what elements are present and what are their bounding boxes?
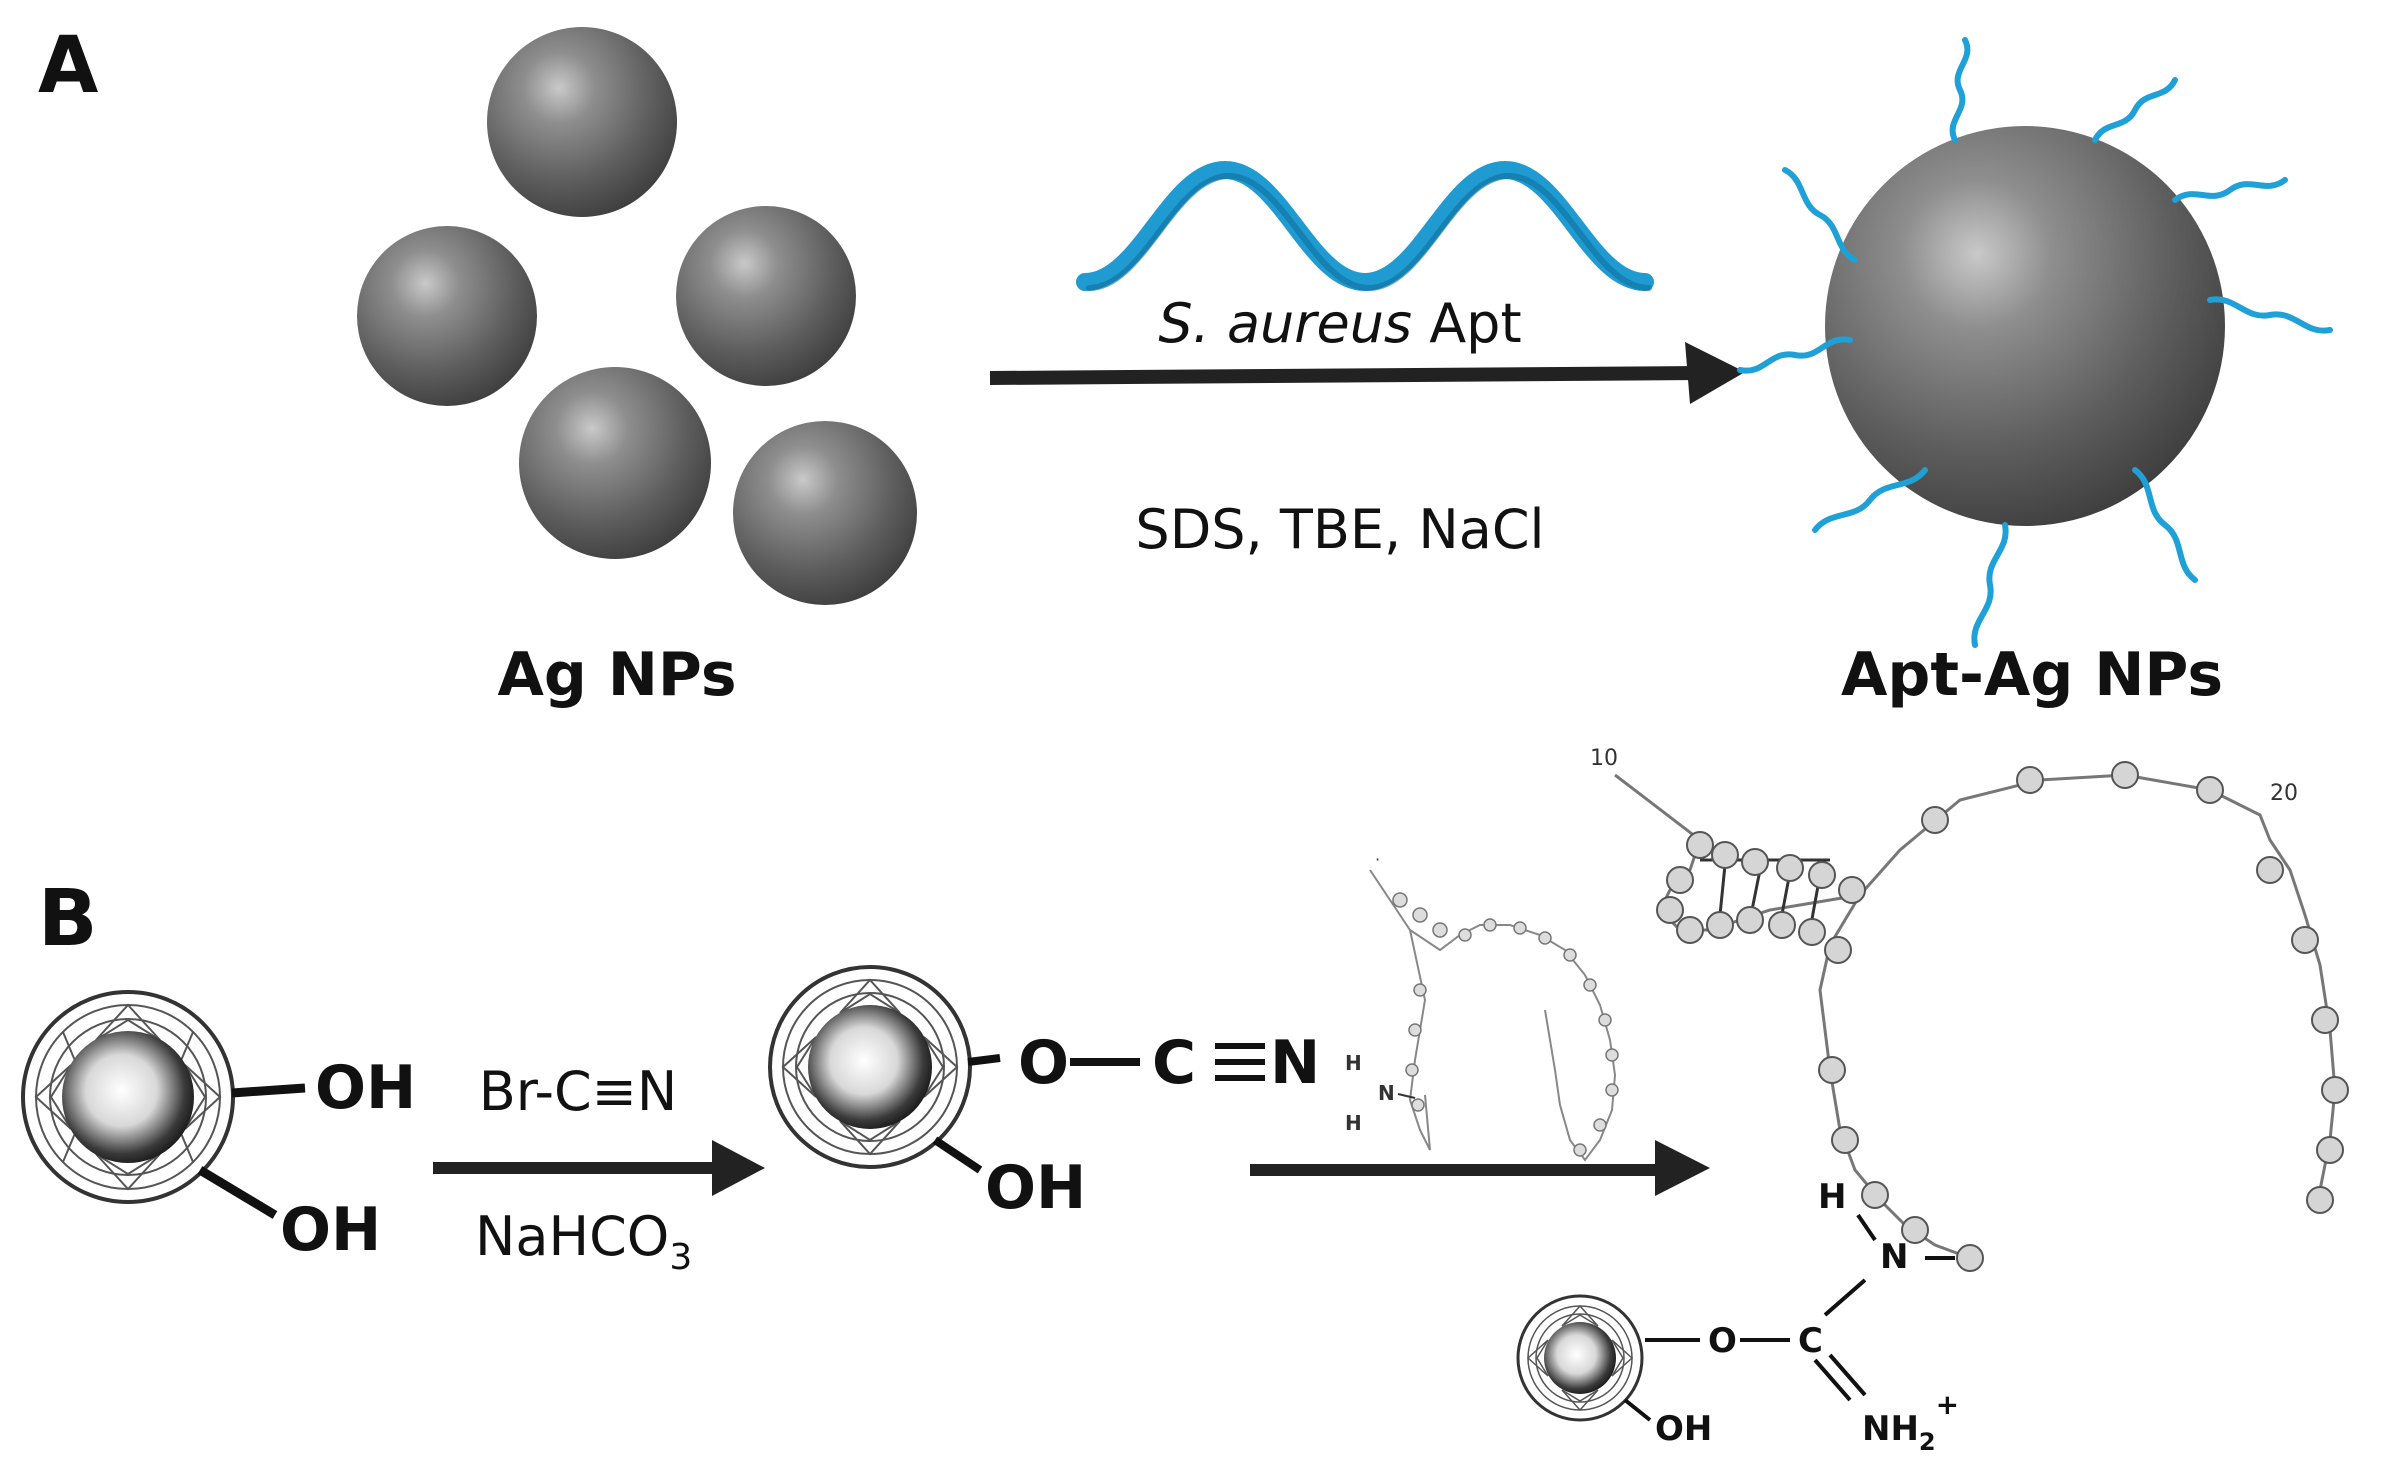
large-aptamer-structure: 10 20 [1590,746,2349,1272]
aptamer-strand [2207,296,2333,334]
product-nh-sup: + [1936,1388,1959,1421]
nahco3-main: NaHCO [475,1205,669,1268]
ag-nanoparticle [676,206,856,386]
ag-nanoparticle [733,421,917,605]
reagent-label: S. aureus Apt [1158,292,1521,355]
product-nh-text: NH [1862,1409,1919,1449]
amine-h1-label: H [1345,1051,1362,1075]
bead-core [808,1005,932,1129]
bead-core [1544,1322,1616,1394]
aptamer-number-20: 20 [2270,781,2298,806]
reagent-nahco3-label: NaHCO3 [475,1205,692,1278]
product-c-label: C [1798,1321,1823,1361]
product-nh-sub: 2 [1919,1428,1936,1456]
cyanate-o-label: O [1018,1028,1069,1098]
amine-n-label: N [1378,1081,1395,1105]
ag-nanoparticles-group [357,27,917,605]
bead-core [62,1031,194,1163]
ag-nanoparticle [357,226,537,406]
reagent-italic-text: S. aureus [1158,292,1412,355]
aptamer-strand [1812,467,1928,533]
aptamer-strand [1971,522,2009,648]
bead-cyanate [768,965,1265,1174]
aptamer-strand [1737,336,1853,374]
aptamer-strands [1737,37,2333,648]
bead-hydroxylated [21,990,306,1219]
aptamer-ribbon-icon [1076,160,1654,292]
aptamer-strand [2172,177,2288,203]
cyanate-c-label: C [1152,1028,1196,1098]
product-n-label: N [1880,1237,1908,1277]
hydroxyl-label-2: OH [280,1195,381,1265]
reaction-arrow-b1 [433,1140,765,1196]
intermediate-oh-label: OH [985,1153,1086,1223]
apt-ag-nps-label: Apt-Ag NPs [1841,640,2223,710]
apt-ag-nanoparticle [1737,37,2333,648]
small-aptamer-tick: · [1375,850,1380,869]
panel-a-label: A [38,21,98,111]
cyanate-n-label: N [1270,1028,1320,1098]
reaction-arrow-b2 [1250,1140,1710,1196]
nahco3-sub: 3 [669,1237,692,1278]
large-ag-nanoparticle [1825,126,2225,526]
bead-mesh [34,1003,222,1191]
reagent-suffix-text: Apt [1412,292,1522,355]
reaction-arrow-a [989,342,1745,404]
ag-nps-label: Ag NPs [497,640,736,710]
reagent-brcn-label: Br-C≡N [479,1060,678,1123]
bead-mesh [1526,1304,1634,1412]
amine-h2-label: H [1345,1111,1362,1135]
aptamer-strand [2132,467,2198,583]
aptamer-strand [2092,77,2178,143]
nucleotide-circles [1656,761,2349,1272]
small-aptamer-structure: · [1369,850,1619,1162]
aptamer-number-10: 10 [1590,746,1618,771]
ag-nanoparticle [487,27,677,217]
product-h-label: H [1818,1177,1846,1217]
bead-mesh [781,978,959,1156]
ag-nanoparticle [519,367,711,559]
hydroxyl-label-1: OH [315,1053,416,1123]
bead-conjugate [1516,1213,1955,1422]
product-nh2-label: NH2+ [1862,1388,1959,1456]
conditions-label: SDS, TBE, NaCl [1135,498,1544,561]
aptamer-strand [1949,37,1971,143]
product-oh-label: OH [1655,1409,1712,1449]
panel-b-label: B [38,874,97,964]
product-o-label: O [1708,1321,1737,1361]
aptamer-strand [1782,167,1858,263]
